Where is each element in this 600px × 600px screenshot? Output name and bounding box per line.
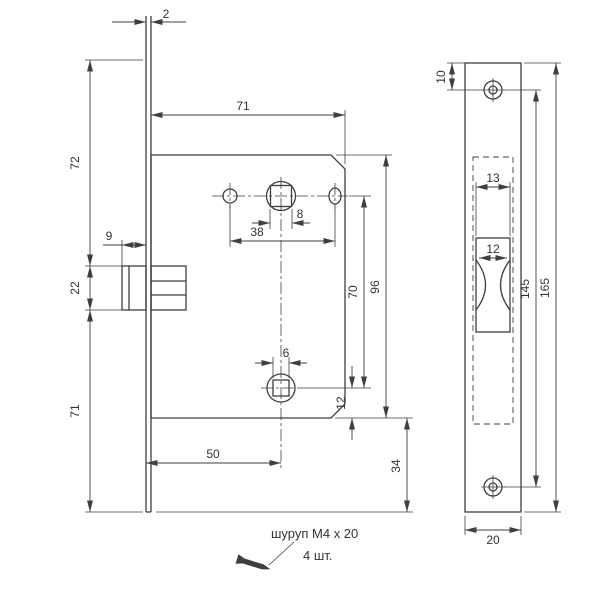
dim-label-screw-spacing: 145 — [518, 279, 532, 299]
dim-bottom-section: 71 — [68, 310, 93, 512]
dim-lower-hub-offset: 12 — [334, 366, 355, 440]
latch-cutout-window — [475, 237, 511, 333]
latch-spool-left-arc — [475, 259, 487, 311]
left-view-lock-side: 2 71 72 22 71 9 — [68, 7, 413, 513]
dim-label-latch-projection: 9 — [106, 229, 113, 243]
dim-plate-height: 165 — [538, 63, 559, 512]
screw-hole-top — [481, 78, 505, 102]
dim-label-plate-width: 20 — [486, 533, 500, 547]
lock-case-outline — [150, 154, 346, 419]
latch-spool-right-arc — [499, 259, 511, 311]
right-view-faceplate: 10 13 12 145 165 20 — [434, 62, 561, 547]
screw-leader-line — [268, 541, 295, 566]
dim-latch-projection: 9 — [103, 229, 146, 248]
latch-bolt-head — [121, 265, 147, 311]
screw-note: шуруп М4 х 20 4 шт. — [235, 526, 358, 570]
dim-label-latch-width: 12 — [486, 242, 500, 256]
dim-label-backset: 50 — [206, 447, 220, 461]
dim-label-lower-square: 6 — [283, 346, 290, 360]
dim-case-height: 96 — [368, 155, 389, 418]
dim-label-lower-hub-offset: 12 — [334, 396, 348, 410]
dim-plate-thickness: 2 — [112, 7, 186, 25]
screw-icon — [235, 554, 271, 570]
screw-quantity-label: 4 шт. — [303, 548, 332, 563]
dim-hub-distance: 70 — [346, 196, 367, 388]
dim-label-case-width: 71 — [236, 99, 250, 113]
dim-cutout-width: 13 — [476, 171, 510, 190]
dim-latch-height: 22 — [68, 266, 93, 310]
dim-lower-square: 6 — [255, 346, 307, 366]
dim-label-plate-height: 165 — [538, 278, 552, 298]
dim-label-hub-distance: 70 — [346, 285, 360, 299]
dim-top-section: 72 — [68, 60, 93, 266]
dim-label-case-bottom-offset: 34 — [389, 459, 403, 473]
dim-handle-hole-spacing: 38 — [230, 225, 335, 244]
dim-case-width: 71 — [151, 99, 345, 118]
dim-backset: 50 — [146, 447, 281, 466]
dim-label-plate-thickness: 2 — [163, 7, 170, 21]
screw-hole-bottom — [481, 475, 505, 499]
dim-label-case-height: 96 — [368, 280, 382, 294]
dim-label-spindle-square: 8 — [297, 207, 304, 221]
dim-screw-spacing: 145 — [518, 90, 539, 487]
dim-label-handle-hole-spacing: 38 — [250, 225, 264, 239]
dim-latch-width: 12 — [479, 242, 507, 261]
dim-label-bottom-section: 71 — [68, 404, 82, 418]
dim-label-top-section: 72 — [68, 156, 82, 170]
screw-spec-label: шуруп М4 х 20 — [271, 526, 358, 541]
latch-bolt — [121, 265, 187, 311]
dim-label-screw-top-offset: 10 — [434, 70, 448, 84]
dim-label-latch-height: 22 — [68, 281, 82, 295]
latch-bolt-body — [150, 265, 187, 311]
dim-spindle-square: 8 — [252, 207, 310, 226]
dim-screw-top-offset: 10 — [434, 63, 455, 90]
dim-plate-width: 20 — [465, 527, 521, 547]
dim-case-bottom-offset: 34 — [389, 418, 410, 512]
dim-label-cutout-width: 13 — [486, 171, 500, 185]
faceplate-outline — [464, 62, 522, 513]
mounting-recess-dashed — [472, 156, 514, 425]
